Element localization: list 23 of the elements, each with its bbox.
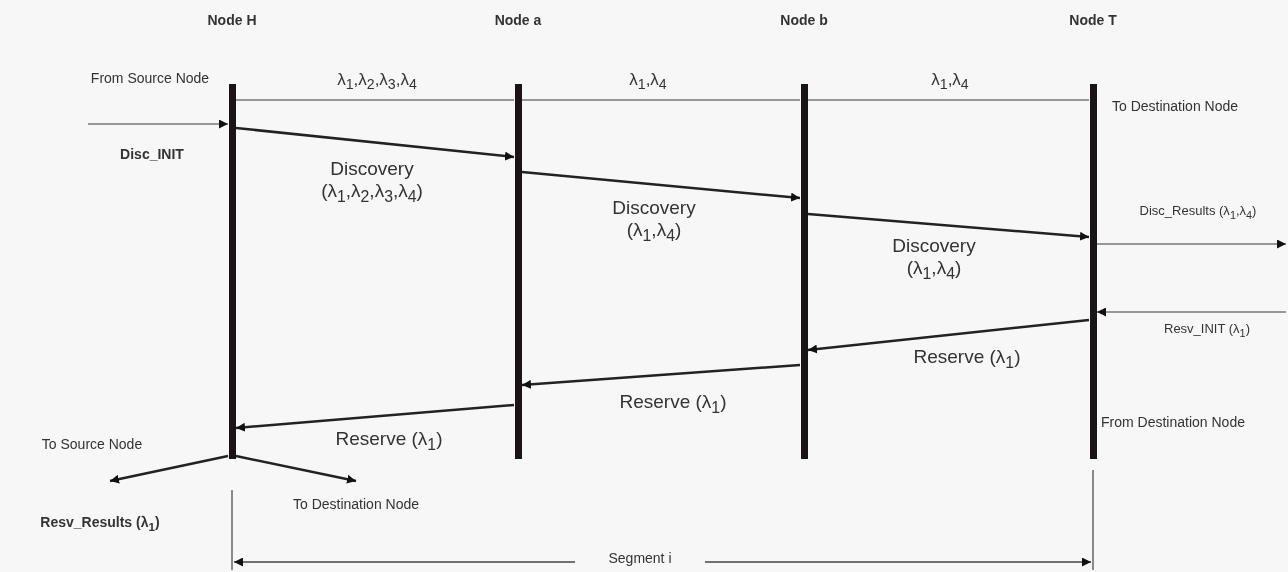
arrow: [1096, 307, 1287, 317]
lifeline-bar: [801, 84, 808, 459]
lifeline-bar: [229, 84, 236, 459]
connector-line: [235, 99, 515, 101]
node-heading: Node T: [1068, 12, 1118, 28]
arrow: [235, 403, 515, 432]
arrow: [807, 318, 1090, 354]
lifeline-bar: [1090, 84, 1097, 459]
arrow: [235, 454, 357, 484]
arrow: [1096, 239, 1287, 249]
arrow: [235, 126, 515, 161]
node-heading: Node a: [493, 12, 543, 28]
connector-line: [521, 99, 801, 101]
arrow: [807, 212, 1090, 241]
arrow: [109, 454, 229, 484]
note-text: Segment i: [575, 550, 705, 567]
connector-line: [807, 99, 1090, 101]
node-heading: Node H: [206, 12, 258, 28]
lifeline-bar: [515, 84, 522, 459]
arrow: [521, 170, 801, 202]
node-heading: Node b: [779, 12, 829, 28]
arrow: [87, 119, 229, 129]
arrow: [521, 363, 801, 389]
